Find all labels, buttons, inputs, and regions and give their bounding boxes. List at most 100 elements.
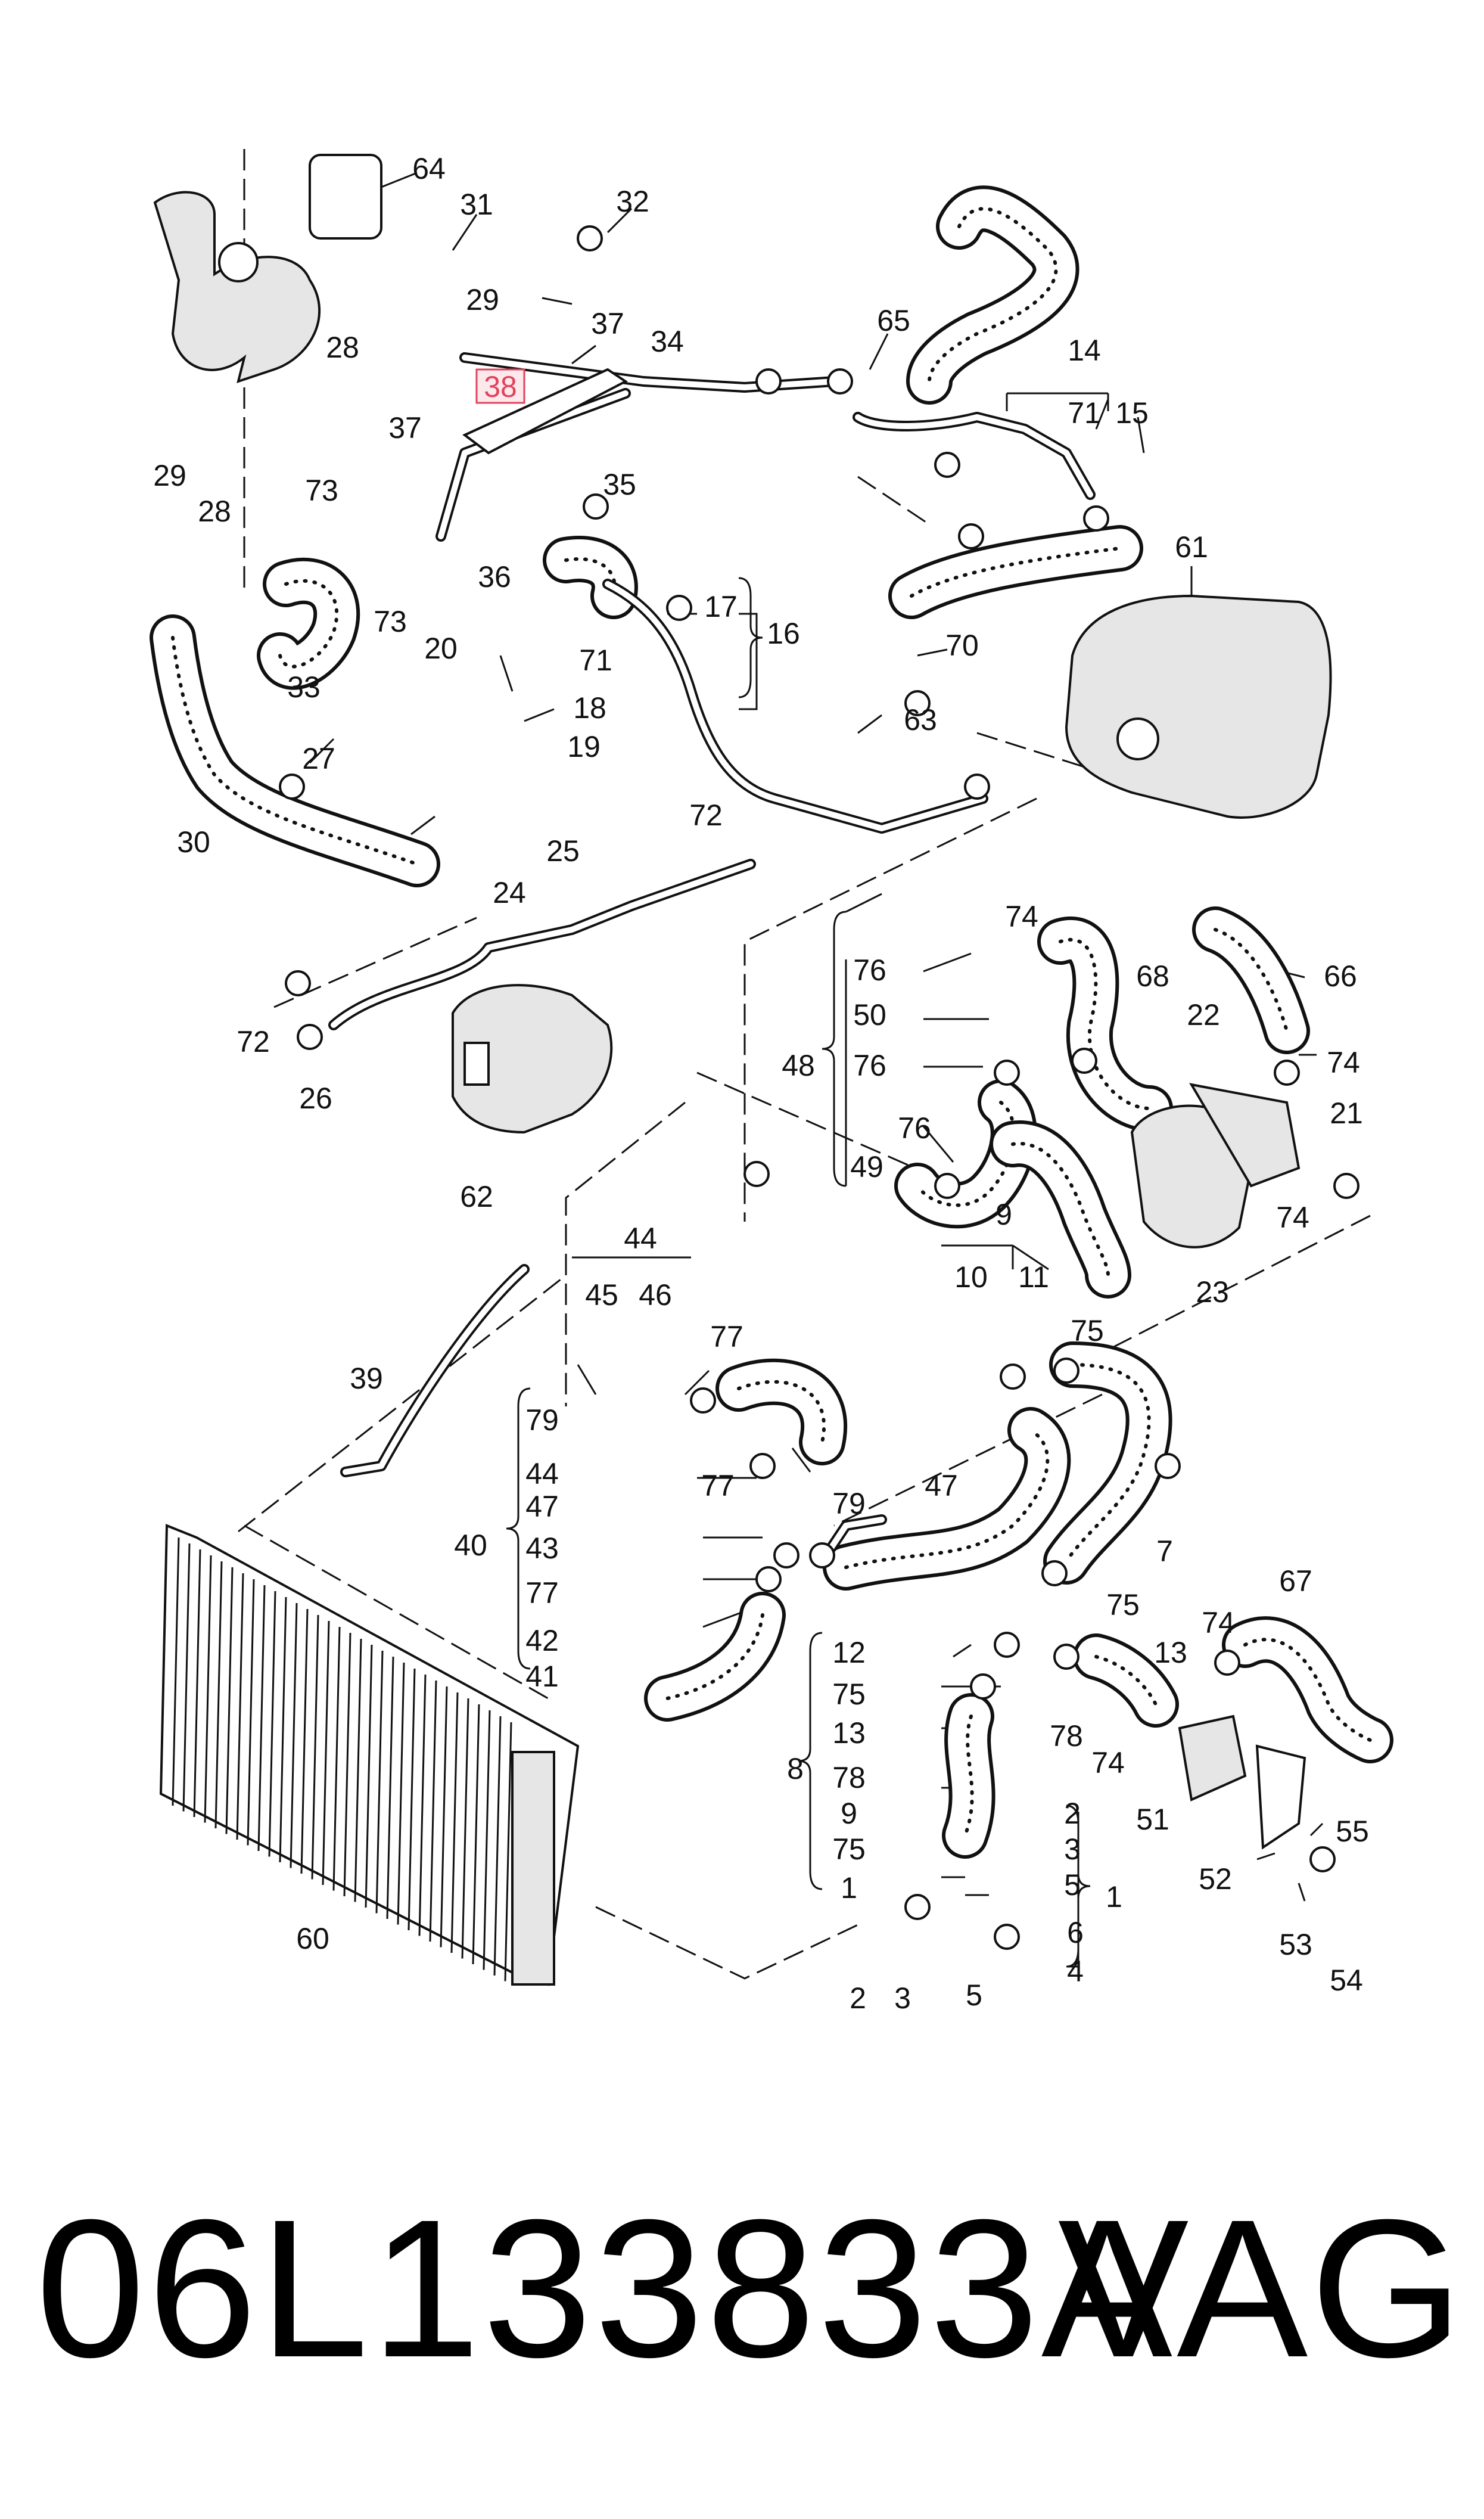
callout-label: 73 [374,605,407,638]
pipe-body [343,1266,527,1475]
callout-label: 51 [1136,1803,1169,1836]
callout-label: 24 [493,876,526,909]
callout-label: 33 [287,670,321,704]
leader-line [923,952,972,973]
hose-clamp [934,1173,960,1199]
radiator-fin [247,1579,255,1846]
leader-line [857,714,882,734]
callout-label: 47 [925,1469,958,1502]
thermostat-housing [452,984,613,1134]
pump-bracket [1189,1083,1301,1188]
footer: 06L133833A VAG [24,2181,1466,2396]
radiator-fin [279,1596,287,1863]
hose-clamp [1333,1173,1359,1199]
callout-label: 52 [1199,1862,1232,1896]
radiator-fin [193,1549,201,1818]
hose-clamp [1000,1363,1026,1390]
callout-label: 29 [153,459,186,492]
callout-label: 53 [1279,1928,1312,1961]
radiator-fin [450,1692,459,1953]
callout-label: 37 [591,307,624,340]
hose-clamp [297,1024,323,1050]
callout-label: 20 [424,632,458,665]
callout-label: 60 [296,1922,329,1955]
hose-clamp [1053,1644,1079,1670]
leader-line [1012,1244,1049,1271]
callout-label: 72 [689,799,723,832]
leader-line [577,1364,597,1395]
leader-line [452,214,478,251]
parts [153,154,1359,1986]
leader-line [1298,1883,1306,1902]
callout-label: 8 [787,1752,804,1785]
radiator-fin [440,1686,448,1948]
hose-body [1047,1345,1169,1581]
hose-texture [844,1428,1050,1569]
dashed-leader [976,732,1091,770]
callout-label: 75 [1071,1314,1104,1347]
coolant-pump-housing [1130,1104,1253,1248]
hose-clamp [1053,1358,1079,1384]
turbo-outlet [218,242,259,282]
callout-label: 2 [850,1981,866,2015]
hose-clamp [583,493,609,520]
radiator-fin [418,1674,427,1936]
callout-label: 77 [710,1320,743,1353]
callout-label: 62 [460,1180,493,1213]
callout-label: 79 [832,1487,866,1520]
hose-clamp [827,368,853,395]
highlight-box [475,368,525,404]
hose-texture [928,207,1058,383]
callout-label: 44 [525,1457,559,1490]
callout-label: 26 [299,1082,332,1115]
callout-label: 66 [1324,959,1357,993]
callout-label: 1 [1106,1880,1122,1914]
callout-label: 48 [782,1049,815,1082]
hose-texture [963,1714,974,1837]
callout-label: 70 [945,629,979,662]
callout-label: 44 [624,1222,657,1255]
dashed-leader [595,1906,858,1980]
callout-label: 22 [1187,998,1220,1032]
callout-label: 77 [525,1576,559,1610]
coolant-pipe-bracket [462,368,628,455]
hose-clamp [577,225,603,251]
callout-label: 75 [832,1678,866,1711]
radiator-fin [429,1680,437,1942]
callout-label: 21 [1330,1097,1363,1130]
pipe-body [855,414,1093,498]
callout-label: 74 [1091,1746,1125,1779]
hose-clamp [994,1632,1020,1658]
callout-label: 45 [585,1278,618,1312]
callout-label: 40 [454,1529,487,1562]
callout-label: 11 [1018,1260,1049,1294]
leader-line [684,1369,710,1396]
callout-label: 78 [832,1761,866,1794]
expansion-tank [1065,594,1332,819]
radiator-fin [311,1614,319,1880]
radiator-fin [472,1704,480,1965]
callout-label: 74 [1005,900,1038,933]
hose-body [1196,910,1306,1051]
callout-label: 75 [832,1832,866,1866]
callout-label: 74 [1276,1201,1309,1234]
hose-clamp [958,523,984,549]
hose-texture [737,1380,826,1444]
hose-texture [1094,1655,1158,1706]
auxiliary-pump [1178,1714,1247,1801]
callout-label: 14 [1068,334,1101,367]
leader-line [1256,1852,1275,1860]
radiator-fin [257,1585,266,1852]
callout-label: 29 [466,283,499,316]
callout-label: 32 [616,185,649,218]
hose-clamp [1274,1060,1300,1086]
group-brace [738,577,763,698]
callout-label: 19 [567,730,601,763]
group-brace [506,1387,531,1670]
radiator-fin [290,1602,298,1868]
callout-label: 47 [525,1490,559,1523]
callout-label: 76 [853,1049,886,1082]
dashed-leader [833,1393,1103,1527]
hose-clamp [970,1673,996,1700]
